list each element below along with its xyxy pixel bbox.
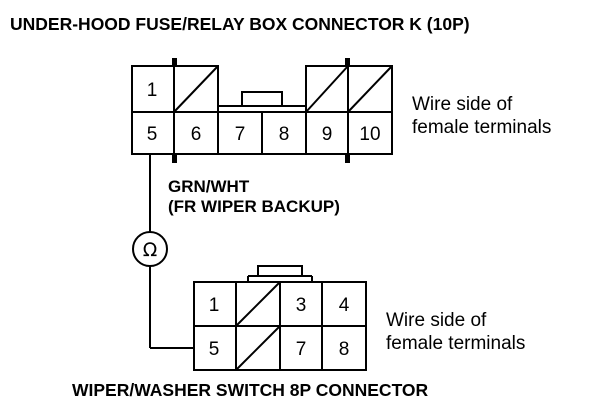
connector-8p-cavity-2-blank <box>235 281 281 327</box>
connector-k-cavity-blank <box>347 65 393 113</box>
connector-8p-terminal-4: 4 <box>339 295 350 316</box>
connector-k-latch-tab <box>241 91 283 107</box>
connector-k-note-line2: female terminals <box>412 117 551 138</box>
connector-8p-terminal-8: 8 <box>339 339 350 360</box>
test-wire <box>149 154 194 349</box>
connector-k-cavity-blank <box>305 65 349 113</box>
connector-k: 1 5 6 7 8 9 10 <box>131 58 393 163</box>
ohmmeter-circle <box>132 231 168 267</box>
connector-8p-terminal-3: 3 <box>296 295 307 316</box>
connector-8p-terminal-7: 7 <box>296 339 307 360</box>
connector-8p-note-line2: female terminals <box>386 333 525 354</box>
connector-8p-note-line1: Wire side of <box>386 310 487 331</box>
connector-k-cavity-2-blank <box>173 65 219 113</box>
ohm-symbol: Ω <box>143 239 158 261</box>
connector-8p-terminal-5: 5 <box>209 339 220 360</box>
wire-circuit-label: (FR WIPER BACKUP) <box>168 197 340 216</box>
wire-color-label: GRN/WHT <box>168 177 250 196</box>
connector-k-guide-pin <box>172 154 177 163</box>
connector-8p: 1 3 4 5 7 8 <box>193 265 367 371</box>
connector-k-note-line1: Wire side of <box>412 94 513 115</box>
connector-8p-cavity-6-blank <box>235 325 281 371</box>
connector-k-guide-pin <box>345 154 350 163</box>
connector-k-terminal-8: 8 <box>279 124 290 145</box>
connector-k-guide-pin <box>345 58 350 67</box>
connector-k-terminal-10: 10 <box>359 124 380 145</box>
top-connector-title: UNDER-HOOD FUSE/RELAY BOX CONNECTOR K (1… <box>10 14 470 34</box>
connector-k-terminal-1: 1 <box>147 80 158 101</box>
connector-k-guide-pin <box>172 58 177 67</box>
connector-k-terminal-5: 5 <box>147 124 158 145</box>
ohmmeter: Ω <box>132 231 168 267</box>
connector-k-terminal-6: 6 <box>191 124 202 145</box>
connector-8p-latch-tab <box>257 265 303 277</box>
connector-8p-terminal-1: 1 <box>209 295 220 316</box>
connector-k-terminal-7: 7 <box>235 124 246 145</box>
connector-k-terminal-9: 9 <box>322 124 333 145</box>
bottom-connector-title: WIPER/WASHER SWITCH 8P CONNECTOR <box>72 380 429 400</box>
